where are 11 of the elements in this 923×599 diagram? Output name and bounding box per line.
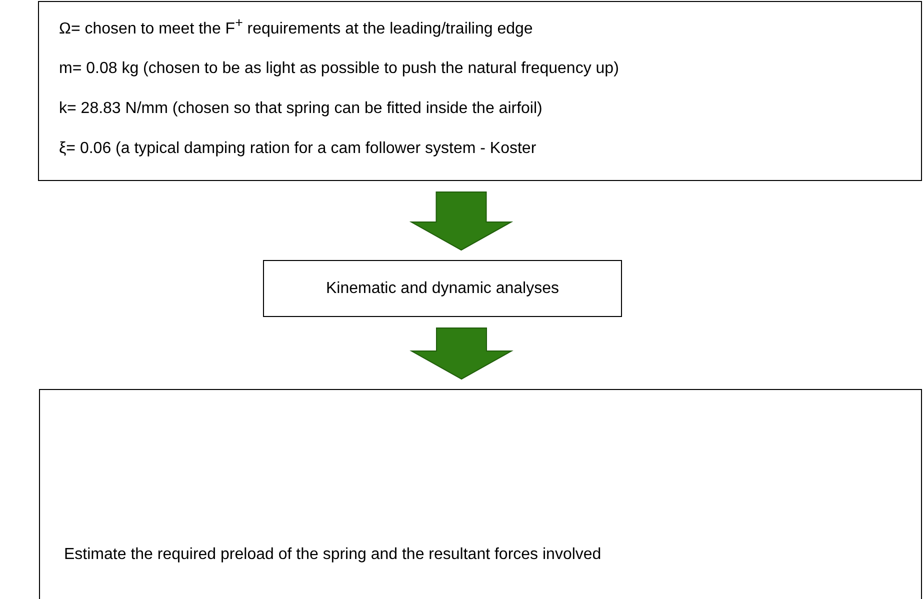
process-box — [38, 1, 922, 181]
process-box — [263, 260, 622, 317]
box-text: Estimate the required preload of the spring and the resultant forces involved — [64, 545, 602, 565]
box-text: m= 0.08 kg (chosen to be as light as possible to push the natural frequency up) — [59, 59, 619, 80]
block-arrow — [410, 328, 514, 380]
box-text: Kinematic and dynamic analyses — [326, 278, 559, 298]
box-text: Ω= chosen to meet the F$^{+}$ requirements at the leading/trailing edge — [59, 14, 533, 40]
process-box — [39, 389, 922, 599]
box-text: k= 28.83 N/mm (chosen so that spring can be fitted inside the airfoil) — [59, 99, 542, 120]
block-arrow — [409, 192, 514, 251]
box-text: ξ= 0.06 (a typical damping ration for a cam follower system - Koster — [59, 139, 536, 160]
